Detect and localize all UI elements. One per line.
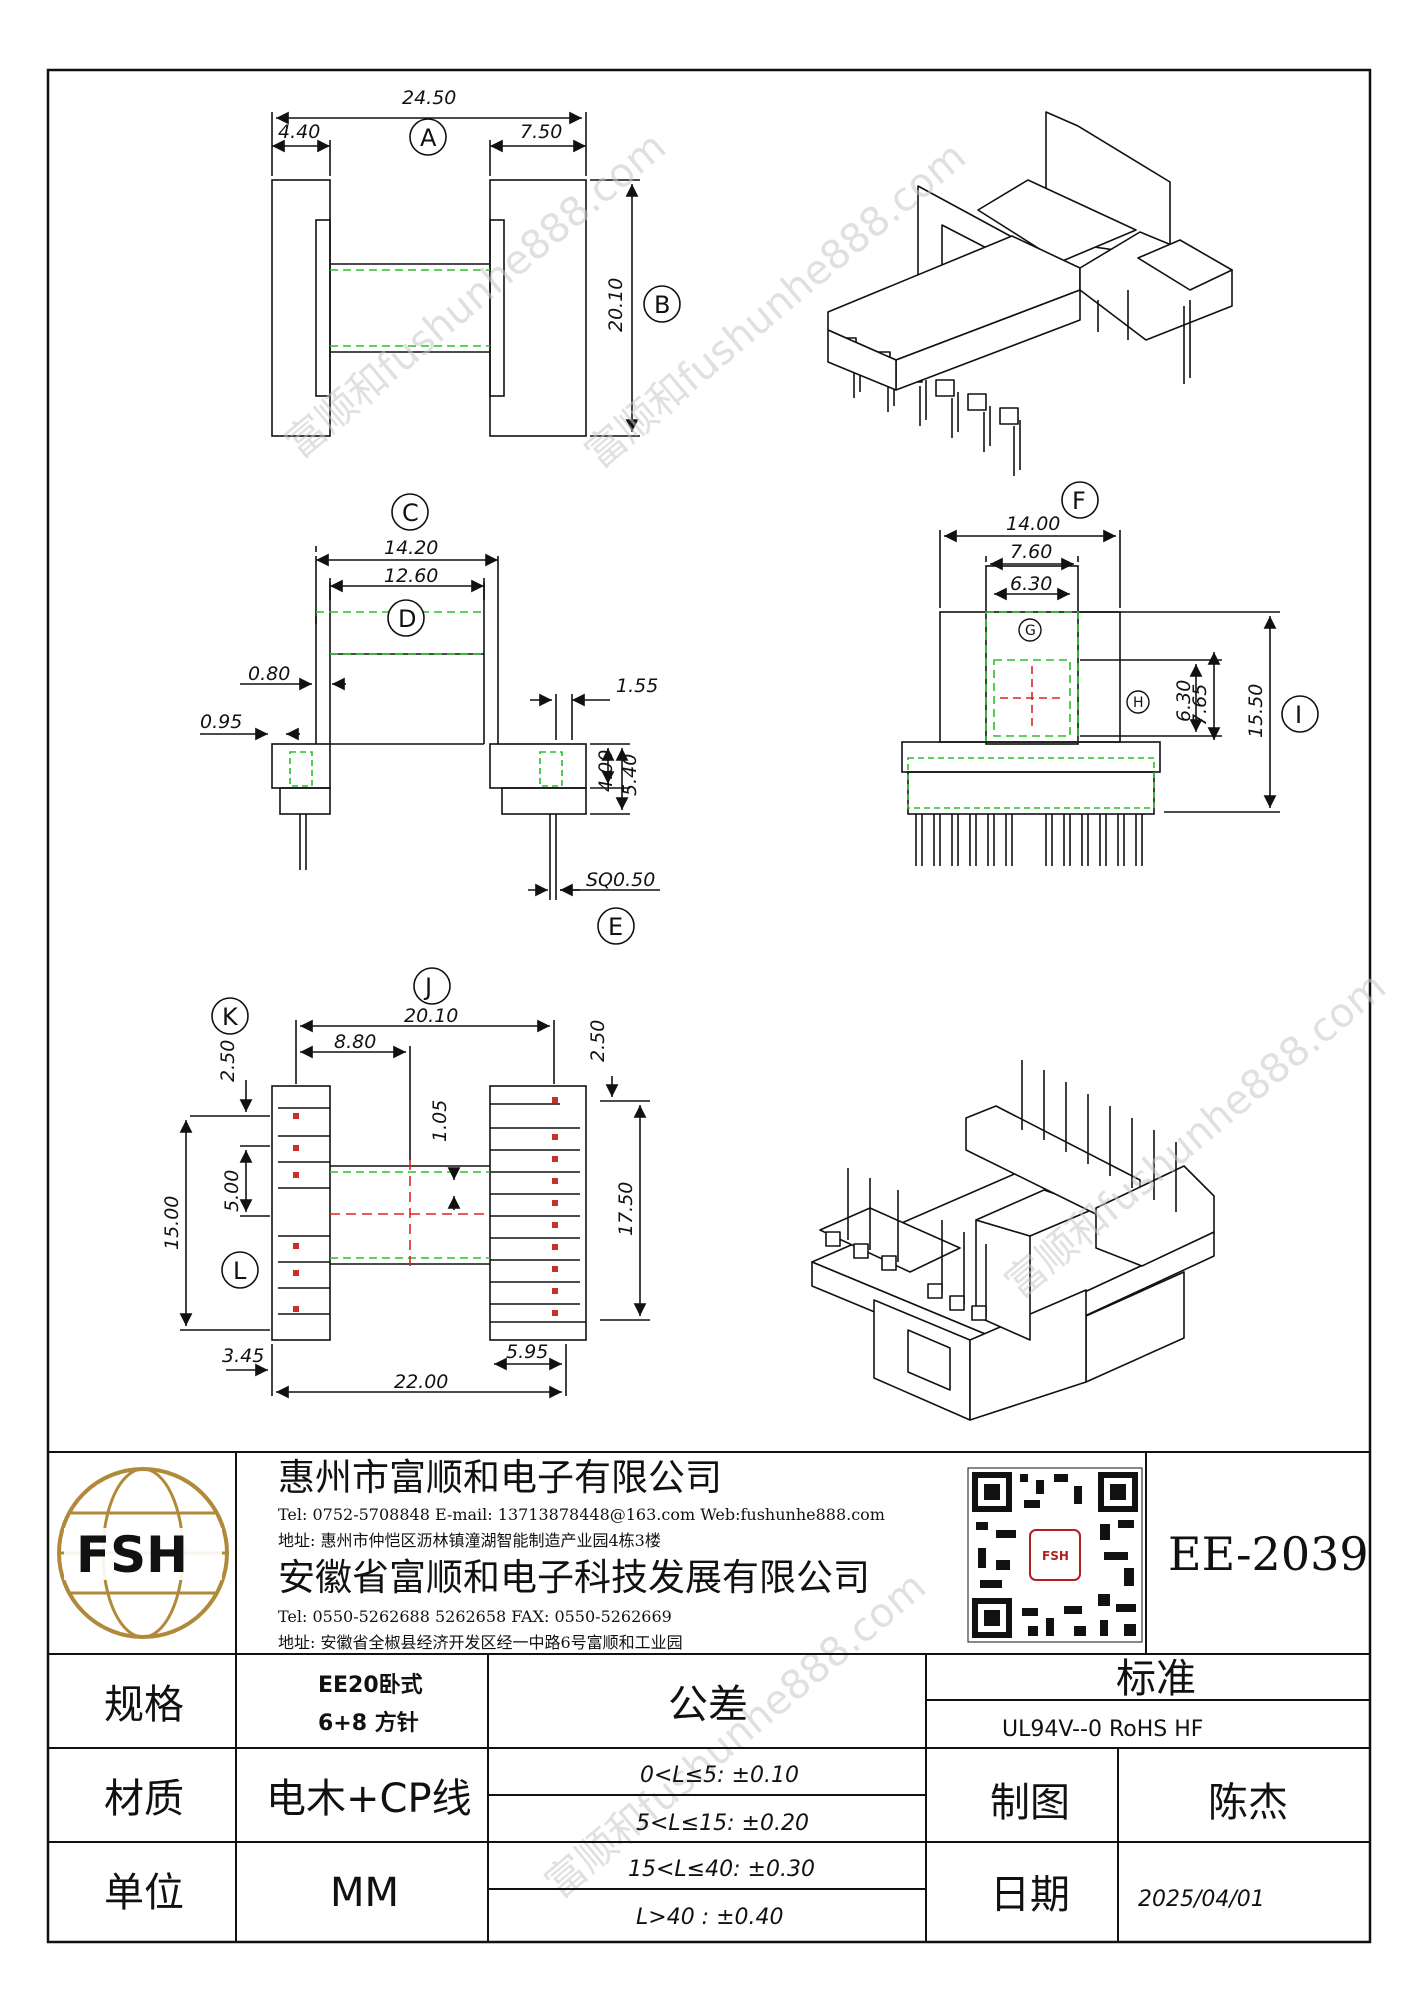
svg-text:B: B <box>654 291 670 319</box>
part-number: EE-2039 <box>1168 1527 1369 1581</box>
dim-e-pin: SQ0.50 <box>586 869 655 891</box>
dim-c-400: 4.00 <box>595 750 617 792</box>
company-logo: FSH <box>57 1467 229 1639</box>
view-iso-top <box>827 111 1233 476</box>
dim-b-2200: 22.00 <box>394 1371 448 1393</box>
dim-g-630: 6.30 <box>1010 573 1052 595</box>
callout-b: B <box>643 285 681 323</box>
tolerance-label: 公差 <box>668 1682 748 1728</box>
standard-label: 标准 <box>1116 1656 1196 1702</box>
callout-j: J <box>413 967 451 1005</box>
svg-text:K: K <box>222 1003 239 1031</box>
dim-c-outer: 14.20 <box>384 537 438 559</box>
svg-text:FSH: FSH <box>1042 1549 1069 1563</box>
company1-address: 地址: 惠州市仲恺区沥林镇潼湖智能制造产业园4栋3楼 <box>278 1531 661 1550</box>
company1-contact: Tel: 0752-5708848 E-mail: 13713878448@16… <box>278 1505 885 1524</box>
callout-h: H <box>1126 690 1150 714</box>
company2-contact: Tel: 0550-5262688 5262658 FAX: 0550-5262… <box>278 1607 672 1626</box>
dim-a-total: 24.50 <box>402 87 456 109</box>
dim-c-080: 0.80 <box>248 663 290 685</box>
view-side <box>200 546 660 900</box>
dim-r-250: 2.50 <box>587 1020 609 1062</box>
tolerance-2: 5<L≤15: ±0.20 <box>636 1811 809 1836</box>
dim-k-250: 2.50 <box>217 1040 239 1082</box>
dim-c-095: 0.95 <box>200 711 242 733</box>
company1-name: 惠州市富顺和电子有限公司 <box>278 1456 722 1499</box>
svg-text:F: F <box>1072 487 1086 515</box>
tolerance-4: L>40 : ±0.40 <box>636 1905 784 1930</box>
standard-value: UL94V--0 RoHS HF <box>1002 1717 1203 1742</box>
date-label: 日期 <box>990 1872 1070 1918</box>
callout-a: A <box>409 118 447 156</box>
callout-f: F <box>1061 481 1099 519</box>
drafter-value: 陈杰 <box>1208 1780 1288 1826</box>
spec-value-2: 6+8 方针 <box>318 1710 419 1736</box>
dim-b-height: 20.10 <box>605 278 627 332</box>
company2-name: 安徽省富顺和电子科技发展有限公司 <box>278 1556 870 1599</box>
svg-text:H: H <box>1133 695 1144 711</box>
svg-text:G: G <box>1025 623 1036 639</box>
dim-c-540: 5.40 <box>619 754 641 796</box>
svg-text:A: A <box>420 124 437 152</box>
spec-label: 规格 <box>104 1682 184 1728</box>
unit-label: 单位 <box>104 1870 184 1916</box>
callout-c: C <box>391 493 429 531</box>
dim-r-1750: 17.50 <box>615 1182 637 1236</box>
dim-f-140: 14.00 <box>1006 513 1060 535</box>
callout-g: G <box>1018 618 1042 642</box>
qr-code: FSH <box>967 1467 1143 1643</box>
view-iso-bottom <box>811 1060 1215 1421</box>
dim-l-1500: 15.00 <box>161 1196 183 1250</box>
drawing-frame <box>46 68 1372 1944</box>
tolerance-3: 15<L≤40: ±0.30 <box>628 1857 815 1882</box>
dim-b-595: 5.95 <box>506 1341 548 1363</box>
tolerance-1: 0<L≤5: ±0.10 <box>640 1763 799 1788</box>
unit-value: MM <box>330 1870 399 1916</box>
callout-i: I <box>1281 695 1319 733</box>
dim-h-630: 6.30 <box>1173 680 1195 722</box>
spec-value-1: EE20卧式 <box>318 1673 423 1698</box>
dim-h-765: 7.65 <box>1189 684 1211 726</box>
view-bottom <box>179 1019 650 1399</box>
dim-i-1550: 15.50 <box>1245 684 1267 738</box>
callout-d: D <box>387 599 425 637</box>
view-end <box>901 529 1280 866</box>
material-label: 材质 <box>104 1776 184 1822</box>
dim-a-right: 7.50 <box>520 121 562 143</box>
svg-text:I: I <box>1295 701 1302 729</box>
svg-text:J: J <box>423 973 432 1001</box>
dim-f-760: 7.60 <box>1010 541 1052 563</box>
svg-text:L: L <box>233 1257 247 1285</box>
svg-text:E: E <box>608 913 623 941</box>
svg-text:D: D <box>398 605 416 633</box>
dim-l-500: 5.00 <box>221 1170 243 1212</box>
company2-address: 地址: 安徽省全椒县经济开发区经一中路6号富顺和工业园 <box>278 1633 683 1652</box>
drafter-label: 制图 <box>990 1780 1070 1826</box>
callout-e: E <box>597 907 635 945</box>
dim-a-left: 4.40 <box>278 121 320 143</box>
svg-text:C: C <box>402 499 419 527</box>
svg-text:FSH: FSH <box>76 1526 188 1584</box>
dim-j-105: 1.05 <box>429 1100 451 1142</box>
view-front <box>271 111 640 437</box>
material-value: 电木+CP线 <box>266 1776 472 1822</box>
callout-l: L <box>221 1251 259 1289</box>
dim-c-155: 1.55 <box>616 675 658 697</box>
dim-b-345: 3.45 <box>222 1345 264 1367</box>
dim-d-inner: 12.60 <box>384 565 438 587</box>
date-value: 2025/04/01 <box>1138 1887 1265 1912</box>
dim-j-880: 8.80 <box>334 1031 376 1053</box>
title-block-grid <box>48 1451 1370 1942</box>
callout-k: K <box>211 997 249 1035</box>
dim-j-2010: 20.10 <box>404 1005 458 1027</box>
